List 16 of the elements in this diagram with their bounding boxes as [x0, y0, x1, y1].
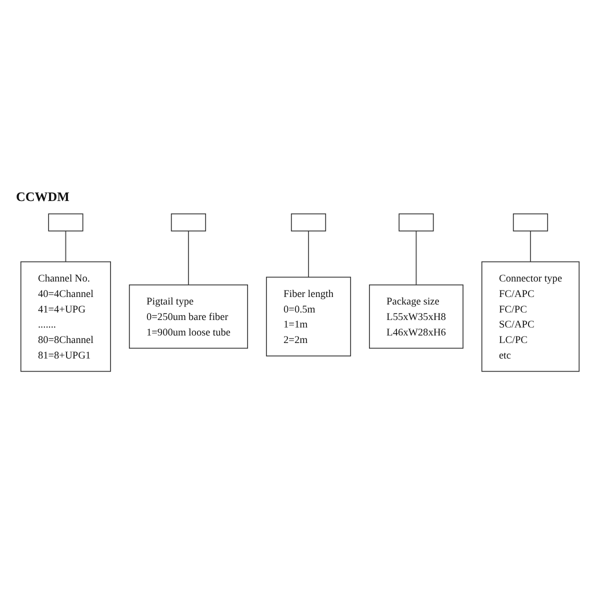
connector [416, 230, 417, 285]
diagram-title: CCWDM [16, 189, 70, 205]
node-box [170, 213, 206, 232]
connector [188, 230, 189, 285]
node-box [398, 213, 434, 232]
node-box: Connector type FC/APC FC/PC SC/APC LC/PC etc [481, 261, 580, 372]
connector [530, 230, 531, 262]
node-box: Fiber length 0=0.5m 1=1m 2=2m [266, 276, 352, 356]
connector [308, 230, 310, 278]
node-box: Channel No. 40=4Channel 41=4+UPG ....... 80=8Channel 81=8+UPG1 [20, 261, 111, 372]
node-box [512, 213, 548, 232]
node-box: Package size L55xW35xH8 L46xW28xH6 [369, 284, 464, 349]
node-box [290, 213, 326, 232]
node-box: Pigtail type 0=250um bare fiber 1=900um loose tube [128, 284, 248, 349]
node-box [48, 213, 84, 232]
connector [65, 230, 66, 262]
